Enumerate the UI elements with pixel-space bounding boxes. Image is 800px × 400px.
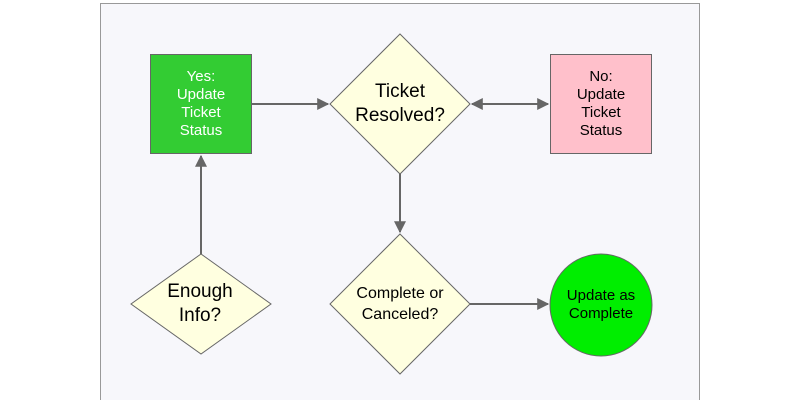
yes-update-box	[150, 54, 252, 154]
yes-update-label-box: Yes: Update Ticket Status	[150, 54, 252, 154]
complete-or-canceled-diamond	[329, 233, 471, 375]
yes-update-label: Yes: Update Ticket Status	[176, 68, 226, 139]
update-as-complete-label: Update as Complete	[566, 287, 636, 322]
ticket-resolved-diamond	[329, 33, 471, 175]
enough-info-diamond	[130, 253, 272, 355]
complete-or-canceled-label: Complete or Canceled?	[356, 285, 444, 323]
enough-info-label: Enough Info?	[167, 281, 233, 326]
enough-info-label-box: Enough Info?	[130, 254, 270, 354]
no-update-box	[550, 54, 652, 154]
update-as-complete-label-box: Update as Complete	[550, 254, 652, 356]
update-as-complete-circle	[549, 253, 653, 357]
ticket-resolved-label: Ticket Resolved?	[355, 81, 445, 126]
complete-or-canceled-label-box: Complete or Canceled?	[330, 234, 470, 374]
no-update-label-box: No: Update Ticket Status	[550, 54, 652, 154]
no-update-label: No: Update Ticket Status	[576, 68, 626, 139]
ticket-resolved-label-box: Ticket Resolved?	[330, 34, 470, 174]
